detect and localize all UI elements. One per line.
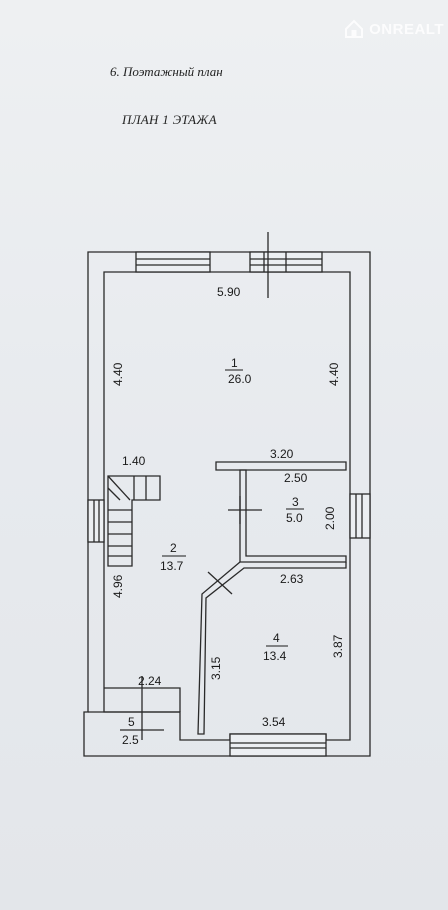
watermark: ONREALT bbox=[343, 18, 444, 40]
right-window bbox=[349, 493, 371, 539]
room3-area: 5.0 bbox=[286, 511, 303, 525]
room5-wall bbox=[104, 676, 181, 740]
left-window bbox=[87, 499, 105, 543]
dim-partition: 3.20 bbox=[270, 447, 294, 461]
house-icon bbox=[345, 19, 364, 38]
partition-wall bbox=[215, 461, 347, 471]
room2-number: 2 bbox=[170, 541, 177, 555]
dim-room3-width: 2.50 bbox=[284, 471, 308, 485]
room1-number: 1 bbox=[231, 356, 238, 370]
room5-area: 2.5 bbox=[122, 733, 139, 747]
dim-room5-width: 2.24 bbox=[138, 674, 162, 688]
watermark-text: ONREALT bbox=[369, 20, 444, 38]
room4-number: 4 bbox=[273, 631, 280, 645]
room4-wall bbox=[197, 561, 347, 735]
room2-area: 13.7 bbox=[160, 559, 184, 573]
section-heading: 6. Поэтажный план bbox=[110, 64, 223, 79]
dim-top-width: 5.90 bbox=[217, 285, 241, 299]
dim-room4-bottom: 3.54 bbox=[262, 715, 286, 729]
dim-room4-left: 3.15 bbox=[209, 656, 223, 680]
dim-room1-right: 4.40 bbox=[327, 362, 341, 386]
dim-room2-left: 4.96 bbox=[111, 574, 125, 598]
room5-number: 5 bbox=[128, 715, 135, 729]
dim-stair-width: 1.40 bbox=[122, 454, 146, 468]
plan-title: ПЛАН 1 ЭТАЖА bbox=[122, 112, 217, 127]
room3-number: 3 bbox=[292, 495, 299, 509]
bottom-window bbox=[229, 733, 327, 757]
room4-area: 13.4 bbox=[263, 649, 287, 663]
top-window-left bbox=[135, 251, 211, 273]
dim-room4-top: 2.63 bbox=[280, 572, 304, 586]
dim-room1-left: 4.40 bbox=[111, 362, 125, 386]
dim-room3-height: 2.00 bbox=[323, 506, 337, 530]
staircase bbox=[107, 475, 161, 567]
dim-room4-right: 3.87 bbox=[331, 634, 345, 658]
room1-area: 26.0 bbox=[228, 372, 252, 386]
